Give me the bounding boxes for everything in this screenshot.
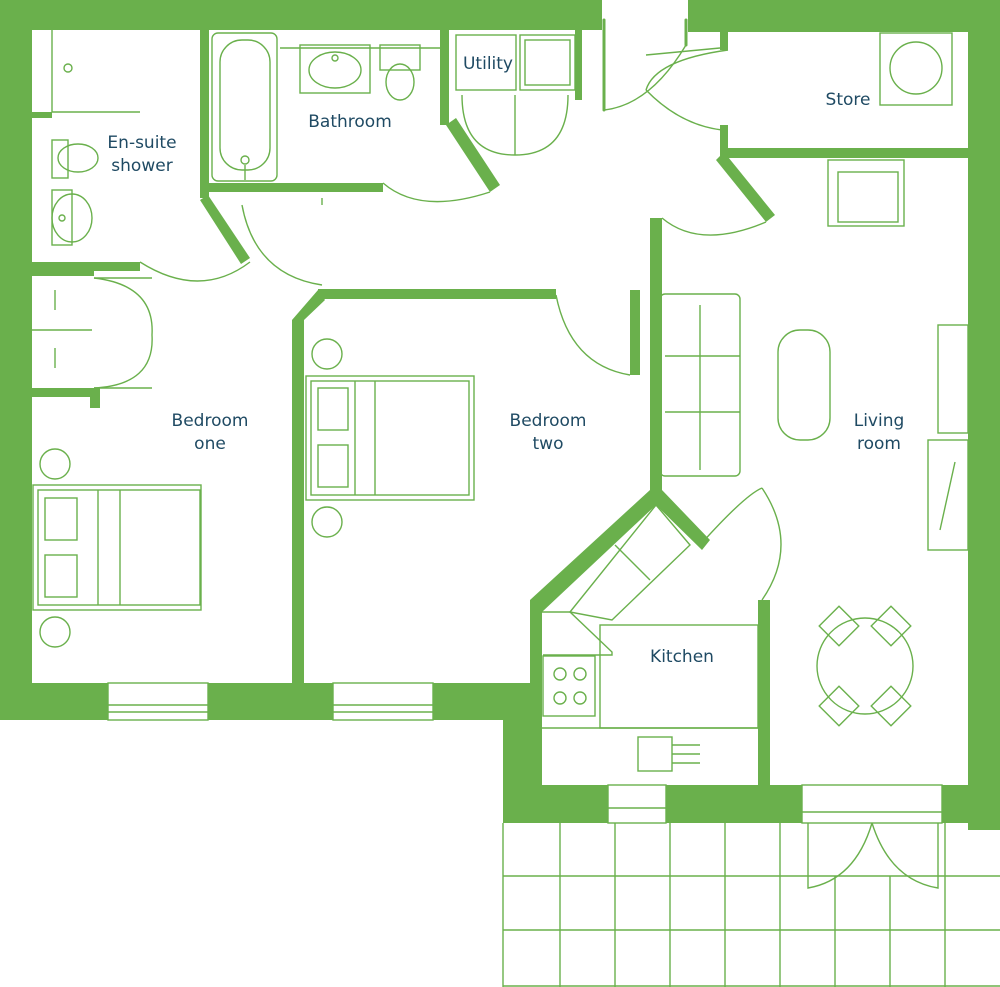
label-kitchen: Kitchen [650,647,714,667]
label-bathroom: Bathroom [308,112,392,132]
living-sofa [659,293,741,477]
bathtub [211,32,278,182]
label-store: Store [826,90,871,110]
label-ensuite-1: En-suite [107,133,176,153]
room-labels: En-suite shower Bathroom Utility Store B… [107,54,904,667]
windows [107,682,943,824]
label-bedroom-two-1: Bedroom [510,411,587,431]
living-tv-unit [927,324,969,551]
bedroom-one-bed [32,448,202,648]
bathroom-basin [299,44,371,94]
terrace [502,823,1000,987]
wardrobe [32,290,92,368]
store-tank [879,32,953,106]
bathroom-toilet [379,44,421,101]
internal-walls [32,30,970,790]
label-living-2: room [857,434,901,454]
dining-set [816,605,914,727]
label-bedroom-one-1: Bedroom [172,411,249,431]
bedroom-two-bed [305,338,475,538]
utility-appliances [455,34,576,91]
living-coffee-table [777,329,831,441]
kitchen-units [542,503,759,772]
label-bedroom-two-2: two [533,434,564,454]
ensuite-fixtures [51,30,140,246]
label-utility: Utility [463,54,513,74]
label-ensuite-2: shower [111,156,172,176]
entrance-door [602,0,688,112]
label-living-1: Living [854,411,905,431]
living-armchair [827,159,905,227]
door-swings [93,47,939,889]
label-bedroom-one-2: one [194,434,226,454]
